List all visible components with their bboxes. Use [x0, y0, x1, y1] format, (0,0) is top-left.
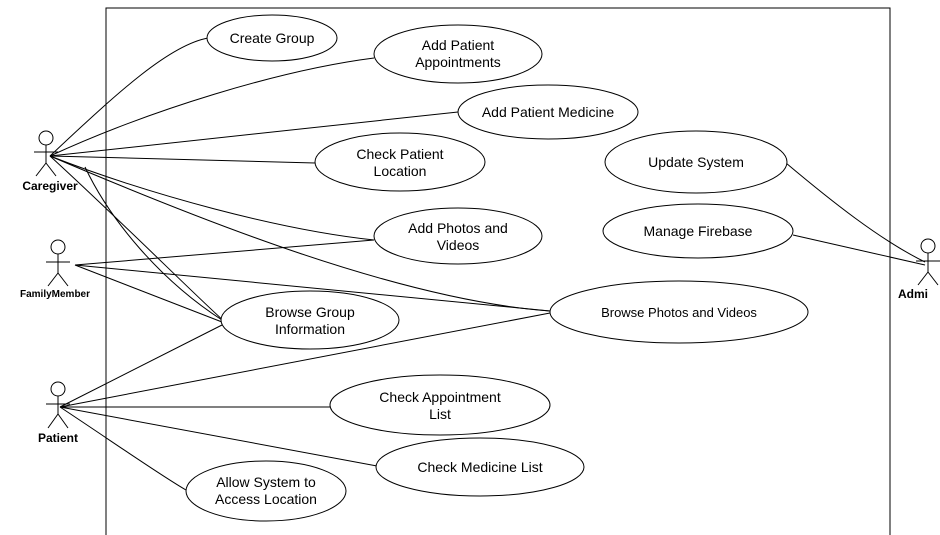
actor-leg-left [47, 413, 59, 429]
assoc-patient-browse-group [59, 324, 223, 408]
use-case-ellipse [604, 130, 788, 194]
assoc-family-browse-photos [74, 264, 551, 312]
assoc-patient-browse-photos [59, 312, 551, 408]
use-case-browse-photos-and-videos: Browse Photos and Videos [549, 280, 809, 344]
use-case-label: Update System [648, 154, 744, 170]
actor-leg-right [45, 162, 57, 177]
actor-leg-left [47, 272, 59, 287]
use-case-ellipse [329, 374, 551, 436]
system-boundary [105, 7, 891, 535]
use-case-ellipse [373, 24, 543, 84]
actor-head [920, 238, 936, 254]
actor-head [50, 239, 66, 255]
assoc-caregiver-add-medicine [49, 111, 459, 157]
use-case-ellipse [314, 132, 486, 192]
use-case-label: Videos [437, 237, 480, 253]
assoc-admin-update-system [785, 162, 926, 263]
use-case-label: Information [275, 321, 345, 337]
use-case-label: Check Patient [356, 146, 443, 162]
use-case-manage-firebase: Manage Firebase [602, 203, 794, 259]
use-case-browse-group-information: Browse Group Information [220, 290, 400, 350]
use-case-update-system: Update System [604, 130, 788, 194]
use-case-label: Check Appointment [379, 389, 501, 405]
actor-head [38, 130, 54, 146]
use-case-check-patient-location: Check Patient Location [314, 132, 486, 192]
assoc-caregiver-browse-group-2 [84, 166, 223, 321]
actor-label-caregiver: Caregiver [22, 179, 78, 193]
use-case-label: Check Medicine List [417, 459, 542, 475]
assoc-admin-manage-firebase [792, 234, 926, 266]
actor-leg-left [35, 162, 47, 177]
actor-label-admin: Admi [898, 287, 928, 301]
use-case-check-medicine-list: Check Medicine List [375, 437, 585, 497]
associations [49, 37, 926, 491]
use-case-label: Add Patient [422, 37, 494, 53]
assoc-caregiver-add-photos [49, 155, 375, 241]
use-case-label: Appointments [415, 54, 501, 70]
assoc-family-browse-group [74, 264, 223, 323]
use-case-add-patient-appointments: Add Patient Appointments [373, 24, 543, 84]
actor-patient [46, 381, 70, 429]
actor-label-patient: Patient [38, 431, 78, 445]
use-case-create-group: Create Group [206, 14, 338, 62]
use-case-label: Allow System to [216, 474, 316, 490]
use-case-ellipse [206, 14, 338, 62]
use-case-ellipse [549, 280, 809, 344]
use-case-add-patient-medicine: Add Patient Medicine [457, 84, 639, 140]
actor-family-member [46, 239, 70, 287]
actor-head [50, 381, 66, 397]
actor-leg-left [917, 271, 929, 286]
use-case-label: List [429, 406, 451, 422]
use-case-label: Browse Photos and Videos [601, 305, 757, 320]
actor-admin [916, 238, 940, 286]
use-case-ellipse [457, 84, 639, 140]
use-case-add-photos-and-videos: Add Photos and Videos [373, 207, 543, 265]
actor-leg-right [927, 271, 939, 286]
use-case-label: Add Photos and [408, 220, 508, 236]
assoc-patient-check-medicine [59, 406, 378, 467]
use-case-ellipse [185, 460, 347, 522]
actor-leg-right [57, 272, 69, 287]
assoc-caregiver-check-location [49, 155, 316, 164]
use-case-ellipse [375, 437, 585, 497]
actor-caregiver [34, 130, 58, 177]
use-case-label: Access Location [215, 491, 317, 507]
use-case-ellipse [373, 207, 543, 265]
use-case-ellipse [220, 290, 400, 350]
use-case-label: Browse Group [265, 304, 355, 320]
use-case-label: Manage Firebase [644, 223, 753, 239]
use-case-label: Create Group [230, 30, 315, 46]
assoc-caregiver-browse-photos [49, 155, 551, 312]
assoc-patient-allow-location [59, 406, 187, 491]
use-case-label: Location [374, 163, 427, 179]
actor-leg-right [57, 413, 69, 429]
use-case-check-appointment-list: Check Appointment List [329, 374, 551, 436]
assoc-caregiver-add-appointments [49, 57, 375, 157]
use-case-label: Add Patient Medicine [482, 104, 615, 120]
actor-label-family-member: FamilyMember [20, 289, 90, 300]
assoc-caregiver-create-group [49, 37, 209, 157]
assoc-caregiver-browse-group [49, 155, 226, 323]
use-case-ellipse [602, 203, 794, 259]
use-case-allow-system-access-location: Allow System to Access Location [185, 460, 347, 522]
assoc-family-add-photos [74, 239, 375, 266]
